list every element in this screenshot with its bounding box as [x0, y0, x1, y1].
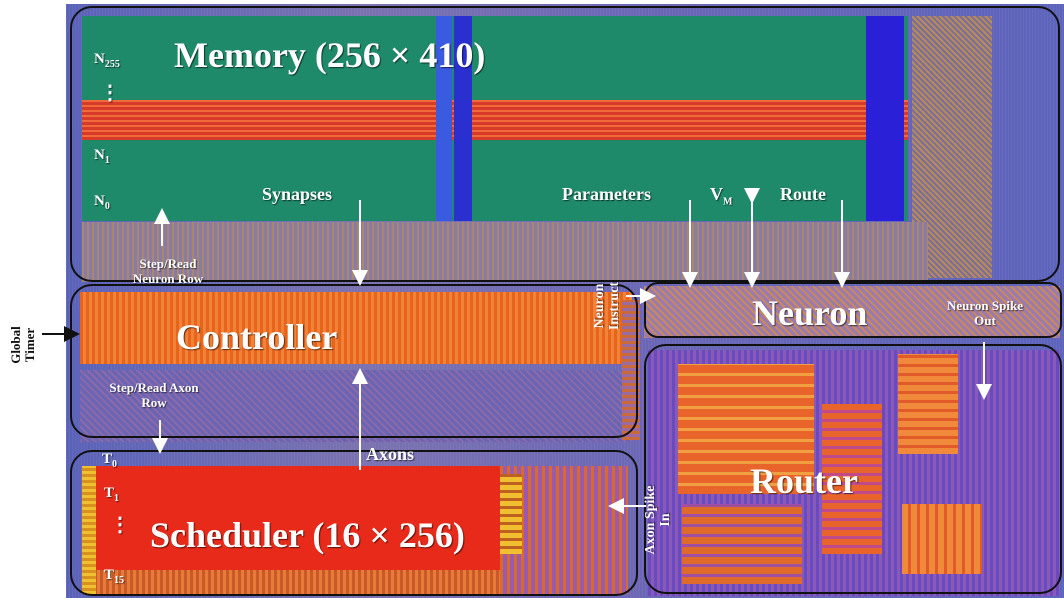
parameters-label: Parameters: [562, 184, 651, 204]
router-cells-d: [902, 504, 982, 574]
row-label-n255: N255: [94, 51, 120, 71]
axon-spike-in-label: Axon Spike In: [643, 485, 673, 555]
neuron-title: Neuron: [752, 293, 868, 333]
neuron-region-outline: [644, 282, 1062, 338]
neuron-logic: [644, 286, 1060, 338]
row-label-n1: N1: [94, 147, 110, 167]
synapses-label: Synapses: [262, 184, 333, 204]
row-label-t15: T15: [104, 567, 125, 587]
memory-title: Memory (256 × 410): [174, 35, 486, 75]
step-read-axon-label: Step/Read Axon Row: [109, 380, 199, 410]
memory-lower-logic: [82, 222, 928, 282]
scheduler-left-strip: [82, 466, 96, 594]
controller-array: [80, 292, 632, 364]
global-timer-label: Global Timer: [8, 326, 37, 364]
memory-stripe: [82, 100, 908, 140]
scheduler-region-outline: [70, 450, 638, 596]
neuron-spike-out-label: Neuron Spike Out: [947, 298, 1023, 328]
memory-region-outline: [70, 6, 1060, 282]
router-cells-a: [678, 364, 814, 494]
scheduler-yellow-cells: [500, 474, 522, 554]
scheduler-title: Scheduler (16 × 256): [150, 515, 465, 555]
scheduler-ellipsis: ⋮: [110, 514, 130, 536]
row-label-t1: T1: [104, 485, 120, 505]
scheduler-bottom-row: [82, 570, 500, 594]
router-region-outline: [644, 344, 1062, 594]
controller-side-strip: [622, 300, 640, 440]
route-label: Route: [780, 184, 826, 204]
axons-label: Axons: [366, 444, 415, 464]
router-cells-c: [898, 354, 958, 454]
neuron-instruct-label: Neuron Instruct: [592, 281, 622, 331]
controller-region-outline: [70, 284, 638, 438]
memory-column-blue-b: [454, 16, 472, 221]
router-cells-e: [682, 504, 802, 584]
router-title: Router: [750, 461, 858, 501]
memory-ellipsis: ⋮: [100, 82, 120, 104]
memory-column-blue-c: [866, 16, 904, 221]
controller-title: Controller: [176, 317, 338, 357]
vm-label: VM: [710, 184, 733, 208]
router-cells-b: [822, 404, 882, 554]
row-label-n0: N0: [94, 193, 110, 213]
step-read-neuron-label: Step/Read Neuron Row: [132, 256, 204, 286]
memory-column-blue-a: [436, 16, 452, 221]
row-label-t0: T0: [102, 451, 118, 471]
chip-die: [66, 4, 1064, 598]
